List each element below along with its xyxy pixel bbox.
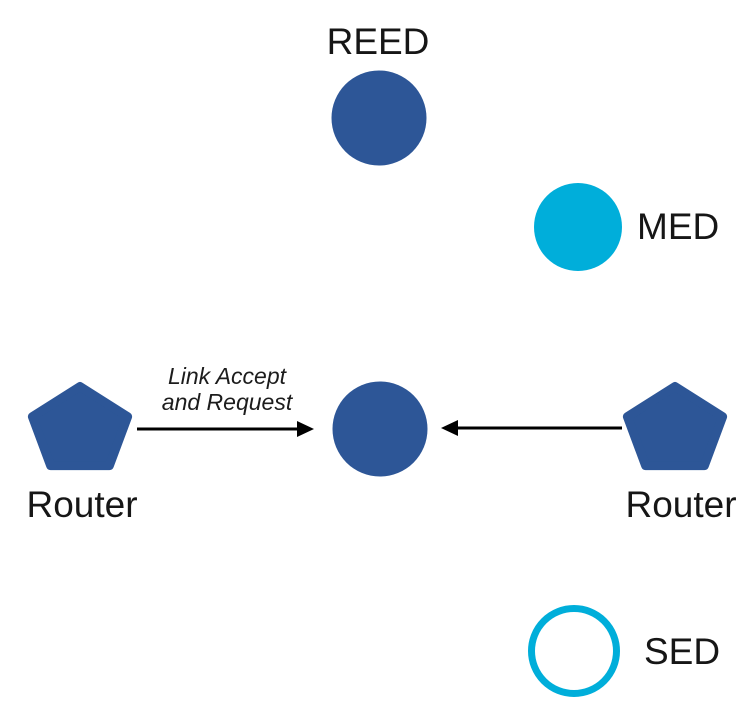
center-node-circle-icon (332, 381, 428, 477)
link-accept-request-line1: Link Accept (167, 363, 287, 389)
link-accept-request-line2: and Request (161, 389, 293, 415)
router-right-label: Router (625, 484, 737, 525)
router-left-pentagon-icon (27, 382, 133, 471)
right-arrow-head-icon (441, 420, 458, 436)
sed-label: SED (644, 631, 721, 672)
link-accept-request-label: Link Accept and Request (162, 363, 292, 415)
med-label: MED (637, 206, 720, 247)
reed-node-circle-icon (331, 70, 427, 166)
reed-label: REED (326, 21, 430, 62)
med-node-circle-icon (534, 183, 622, 271)
sed-node-circle-icon (528, 605, 620, 697)
router-left-label: Router (26, 484, 138, 525)
router-right-pentagon-icon (622, 382, 728, 471)
left-arrow-head-icon (297, 421, 314, 437)
